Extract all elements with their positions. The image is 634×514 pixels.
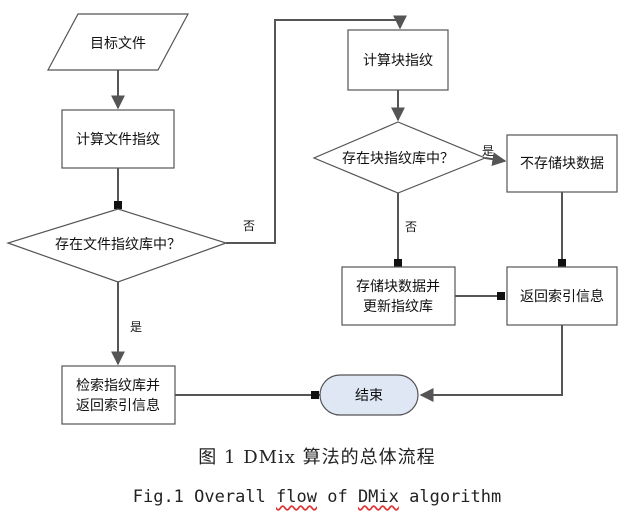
node-search-fp-label-1: 检索指纹库并	[76, 377, 160, 394]
node-file-fp-exists-label: 存在文件指纹库中？	[55, 237, 181, 253]
node-search-fp-label-2: 返回索引信息	[76, 397, 160, 414]
node-target-file	[46, 13, 190, 71]
connector-square	[497, 292, 505, 300]
node-end	[319, 374, 419, 416]
node-no-store-block-label: 不存储块数据	[520, 156, 604, 172]
node-compute-block-fp	[347, 29, 449, 91]
caption-en-suffix: algorithm	[398, 487, 502, 507]
node-compute-file-fp-label: 计算文件指纹	[76, 132, 160, 148]
caption-en-of: of	[316, 487, 358, 507]
edge-block-yes	[484, 152, 507, 167]
flowchart: 目标文件 计算文件指纹 存在文件指纹库中？ 检索指纹库并 返回索引信息 计算块指…	[6, 13, 618, 425]
node-block-fp-exists-label: 存在块指纹库中？	[342, 151, 454, 167]
edge-label-block-no: 否	[405, 220, 417, 234]
node-store-block-label-2: 更新指纹库	[363, 299, 433, 315]
node-compute-block-fp-label: 计算块指纹	[363, 53, 433, 69]
caption-en-flow: flow	[276, 487, 317, 507]
node-compute-file-fp	[61, 109, 175, 169]
connector-square	[114, 201, 122, 209]
edge-file-no	[226, 15, 407, 244]
edge-label-file-no: 否	[243, 219, 255, 233]
node-file-fp-exists	[6, 208, 228, 283]
node-end-label: 结束	[355, 388, 383, 404]
caption-en-prefix: Fig.1 Overall	[132, 487, 277, 507]
node-store-block-label-1: 存储块数据并	[356, 279, 440, 295]
figure-caption-cn: 图 1 DMix 算法的总体流程	[198, 447, 436, 468]
connector-square	[394, 259, 402, 267]
caption-en-dmix: DMix	[357, 487, 399, 507]
node-return-index-label: 返回索引信息	[520, 288, 604, 305]
node-store-block	[341, 266, 456, 326]
edge-label-block-yes: 是	[482, 144, 494, 158]
figure-caption-en: Fig.1 Overall flow of DMix algorithm	[0, 487, 634, 507]
node-target-file-label: 目标文件	[90, 36, 146, 52]
edge-return-to-end	[419, 325, 563, 402]
connector-square	[558, 259, 566, 267]
edge-label-file-yes: 是	[130, 320, 142, 334]
node-search-fp	[61, 365, 176, 425]
node-return-index	[506, 266, 618, 326]
node-no-store-block	[506, 134, 618, 193]
connector-square	[311, 391, 319, 399]
node-block-fp-exists	[312, 121, 487, 194]
